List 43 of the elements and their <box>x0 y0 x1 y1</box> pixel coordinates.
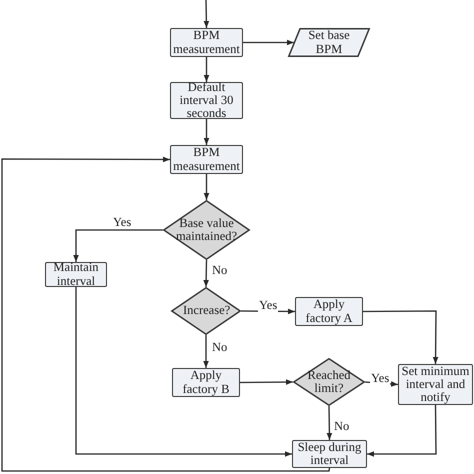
arrow <box>73 229 163 262</box>
step-text: BPM measurement <box>172 146 241 173</box>
arrow <box>204 0 210 28</box>
arrow <box>203 260 209 288</box>
arrow <box>243 40 294 46</box>
process-box <box>292 440 367 468</box>
step-text: Maintain interval <box>52 261 100 288</box>
step-text: Sleep during interval <box>296 440 362 468</box>
edge-label: No <box>211 264 228 276</box>
decision-text: Reached limit? <box>306 368 352 396</box>
arrow <box>364 381 398 387</box>
arrow <box>1 156 330 472</box>
decision-text: Base value maintained? <box>175 216 238 244</box>
arrow <box>75 287 292 457</box>
process-box <box>170 82 243 119</box>
arrow <box>203 335 209 368</box>
step-text: BPM measurement <box>172 29 241 56</box>
arrow <box>326 406 332 440</box>
step-text: Default interval 30 seconds <box>178 80 234 120</box>
decision-diamond <box>163 200 250 260</box>
decision-diamond <box>171 287 241 335</box>
decision-text: Increase? <box>183 304 229 318</box>
arrow <box>241 308 295 314</box>
arrow <box>363 310 438 364</box>
decision-diamond <box>293 358 365 406</box>
arrow <box>204 57 210 82</box>
edge-label: Yes <box>370 372 390 384</box>
step-text: Set minimum interval and notify <box>400 364 470 404</box>
arrow <box>204 119 210 145</box>
step-text: Apply factory B <box>182 369 230 396</box>
process-box <box>45 262 107 287</box>
edge-label: Yes <box>258 299 278 312</box>
arrow <box>204 174 210 200</box>
arrow <box>240 379 293 385</box>
input-parallelogram <box>288 28 370 57</box>
process-box <box>172 368 240 397</box>
edge-label: No <box>211 341 228 354</box>
step-text: Apply factory A <box>304 298 354 325</box>
process-box <box>295 297 363 326</box>
arrow <box>367 405 437 457</box>
step-text: Set base BPM <box>307 29 351 56</box>
edge-label: No <box>333 420 350 432</box>
edge-label: Yes <box>112 216 132 228</box>
